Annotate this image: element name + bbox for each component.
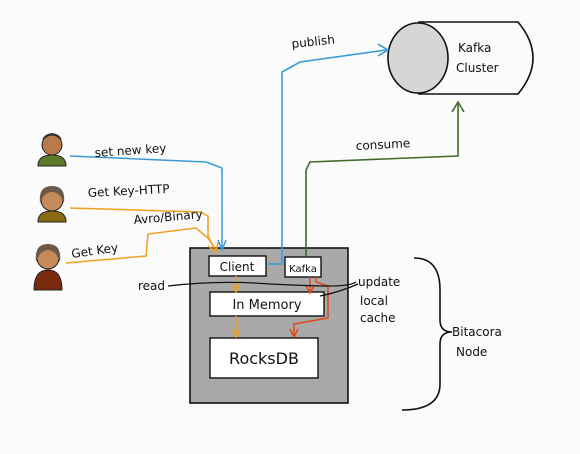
kafka-cluster: Kafka Cluster — [387, 21, 534, 95]
node-title-line2: Node — [456, 345, 487, 359]
person-body-icon — [33, 269, 63, 291]
client-box — [208, 255, 267, 277]
publish-arrowhead — [377, 43, 390, 57]
person-hair-icon — [35, 244, 61, 262]
actor-get-key — [33, 244, 63, 291]
person-hair-icon — [39, 186, 65, 203]
update-pointer-line — [319, 283, 359, 297]
read-label: read — [138, 279, 165, 293]
consume-label: consume — [355, 136, 410, 153]
kafka-cluster-disk — [387, 22, 449, 94]
publish-label: publish — [291, 33, 336, 51]
kafka-label: Kafka — [289, 264, 317, 275]
person-body-icon — [37, 210, 67, 223]
get-key-line — [65, 227, 217, 264]
kafka-cluster-label-line1: Kafka — [458, 41, 491, 55]
kafka-to-memory-update-arrowhead — [305, 285, 315, 295]
kafka-cluster-outline — [418, 21, 534, 95]
node-bracket — [401, 257, 453, 411]
kafka-to-rocksdb-update-line — [293, 277, 329, 336]
person-hair-icon — [42, 133, 62, 140]
avro-binary-label: Avro/Binary — [133, 207, 203, 227]
in-memory-label: In Memory — [232, 298, 301, 313]
memory-to-rocksdb-arrowhead — [231, 328, 241, 339]
rocksdb-box — [209, 337, 319, 379]
person-head-icon — [41, 134, 63, 156]
in-memory-box — [209, 291, 325, 317]
set-new-key-label: set new key — [94, 141, 167, 160]
kafka-to-rocksdb-update-arrowhead — [289, 328, 299, 339]
set-new-key-arrowhead — [217, 239, 227, 253]
publish-line — [268, 49, 387, 265]
kafka-cluster-label-line2: Cluster — [456, 61, 499, 75]
client-label: Client — [220, 260, 255, 274]
kafka-box — [284, 256, 322, 278]
person-body-icon — [37, 154, 67, 167]
rocksdb-label: RocksDB — [229, 349, 299, 368]
local-label: local — [360, 294, 388, 308]
read-pointer-line — [167, 281, 357, 287]
update-label: update — [358, 275, 400, 289]
set-new-key-line — [69, 155, 223, 248]
node-title-line1: Bitacora — [452, 325, 502, 339]
get-key-http-label: Get Key-HTTP — [87, 182, 169, 200]
get-key-arrowhead — [207, 241, 219, 254]
actor-set-new-key — [37, 133, 67, 167]
cache-label: cache — [360, 311, 396, 325]
consume-line — [305, 104, 459, 256]
actor-get-key-http — [37, 186, 67, 223]
consume-arrowhead — [451, 100, 465, 113]
client-to-memory-arrowhead — [231, 283, 241, 294]
get-key-label: Get Key — [70, 241, 118, 261]
